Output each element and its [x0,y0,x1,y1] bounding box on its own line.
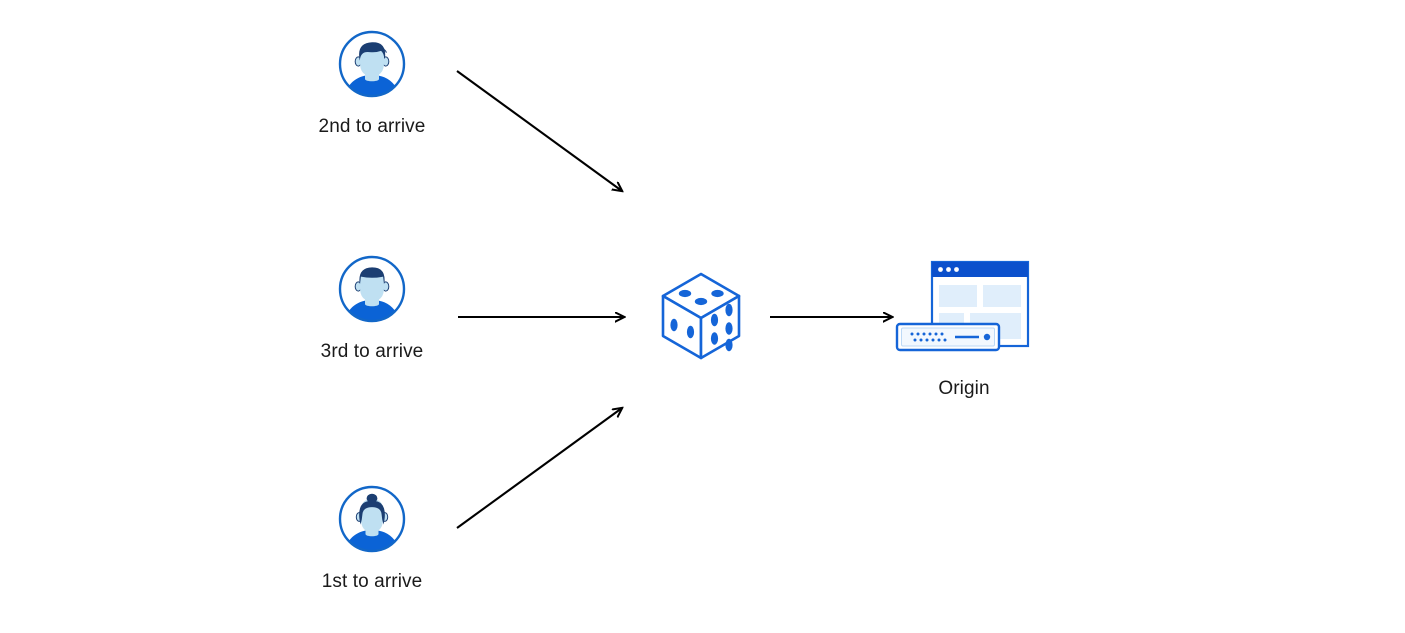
client-label-first: 1st to arrive [321,571,423,592]
person-avatar-icon [338,255,406,323]
server-browser-icon [895,260,1030,352]
client-label-third: 3rd to arrive [320,341,424,362]
client-node-first[interactable]: 1st to arrive [322,483,422,592]
origin-label: Origin [938,378,990,399]
dice-icon [661,272,741,360]
person-avatar-icon [338,485,406,553]
origin-node[interactable]: Origin [893,258,1035,399]
client-node-second[interactable]: 2nd to arrive [319,28,425,137]
client-node-third[interactable]: 3rd to arrive [321,253,423,362]
server-device-shape [895,322,1001,352]
arrow-second-to-dice [456,70,622,191]
person-avatar-icon [338,30,406,98]
client-label-second: 2nd to arrive [318,116,426,137]
load-balancer-node[interactable] [659,270,743,367]
arrow-first-to-dice [456,408,622,529]
